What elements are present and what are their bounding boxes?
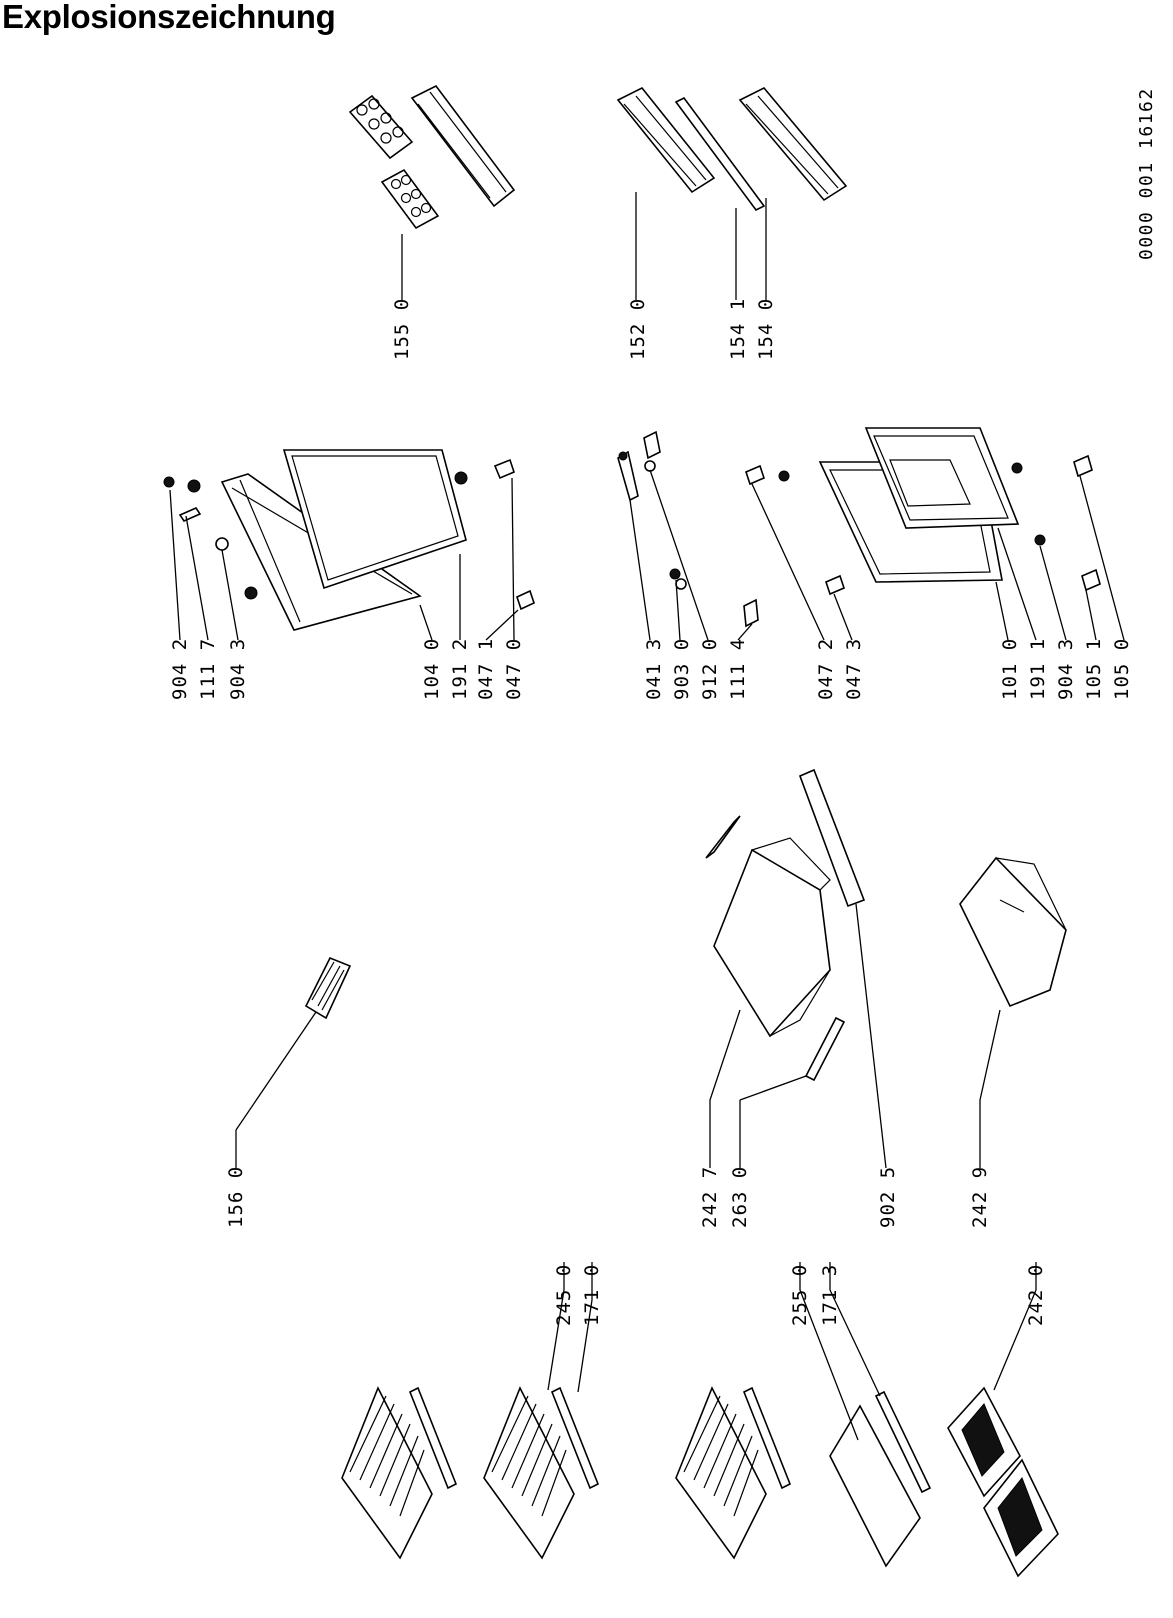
freezer-door-assembly xyxy=(163,449,535,631)
wire-shelf-3-icon xyxy=(675,1386,767,1560)
label-105-0: 105 0 xyxy=(1111,638,1133,700)
egg-tray-parts xyxy=(348,84,516,230)
label-111-7: 111 7 xyxy=(197,638,219,700)
label-154-0: 154 0 xyxy=(755,298,777,360)
hinge-0413-icon xyxy=(617,450,639,502)
label-912-0: 912 0 xyxy=(699,638,721,700)
wire-shelf-2-icon xyxy=(483,1386,575,1560)
ice-cube-tray-icon xyxy=(304,956,352,1020)
label-111-4: 111 4 xyxy=(727,638,749,700)
shelf-bar-icon xyxy=(674,96,766,212)
label-101-0: 101 0 xyxy=(999,638,1021,700)
label-154-1: 154 1 xyxy=(727,298,749,360)
label-242-7: 242 7 xyxy=(699,1166,721,1228)
crisper-drawer-upper xyxy=(705,768,866,1082)
glass-shelf-icon xyxy=(829,1404,921,1568)
label-171-3: 171 3 xyxy=(819,1264,841,1326)
door-shelves-middle xyxy=(616,86,848,212)
fridge-door-assembly xyxy=(617,427,1101,628)
label-047-1: 047 1 xyxy=(475,638,497,700)
label-171-0: 171 0 xyxy=(581,1264,603,1326)
label-191-2: 191 2 xyxy=(449,638,471,700)
wire-shelves xyxy=(341,1386,792,1560)
door-gasket-1911-icon xyxy=(864,427,1020,529)
label-903-0: 903 0 xyxy=(671,638,693,700)
label-047-0: 047 0 xyxy=(503,638,525,700)
label-263-0: 263 0 xyxy=(729,1166,751,1228)
label-191-1: 191 1 xyxy=(1027,638,1049,700)
crisper-drawer-2427-icon xyxy=(713,837,831,1038)
egg-tray-icon xyxy=(348,94,414,160)
label-245-0: 245 0 xyxy=(553,1264,575,1326)
label-104-0: 104 0 xyxy=(421,638,443,700)
freezer-basket-2-icon xyxy=(983,1458,1059,1578)
label-152-0: 152 0 xyxy=(627,298,649,360)
glass-shelf xyxy=(829,1390,932,1568)
label-155-0: 155 0 xyxy=(391,298,413,360)
label-041-3: 041 3 xyxy=(643,638,665,700)
glass-shelf-trim-icon xyxy=(874,1390,932,1494)
label-047-2: 047 2 xyxy=(815,638,837,700)
door-gasket-1912-icon xyxy=(282,449,467,590)
door-shelf-top-icon xyxy=(410,84,516,208)
label-904-3-a: 904 3 xyxy=(227,638,249,700)
door-shelf-1520-icon xyxy=(616,86,716,194)
label-105-1: 105 1 xyxy=(1083,638,1105,700)
label-047-3: 047 3 xyxy=(843,638,865,700)
wire-shelf-1-icon xyxy=(341,1386,433,1560)
label-242-0: 242 0 xyxy=(1025,1264,1047,1326)
egg-tray-small-icon xyxy=(380,168,440,230)
label-904-2: 904 2 xyxy=(169,638,191,700)
freezer-baskets xyxy=(947,1386,1059,1578)
freezer-basket-1-icon xyxy=(947,1386,1021,1498)
label-242-9: 242 9 xyxy=(969,1166,991,1228)
label-904-3-b: 904 3 xyxy=(1055,638,1077,700)
crisper-drawer-2429-icon xyxy=(959,856,1067,1008)
door-shelf-1540-icon xyxy=(738,87,848,202)
page-title: Explosionszeichnung xyxy=(2,0,336,35)
document-id: 0000 001 16162 xyxy=(1136,87,1157,260)
label-255-0: 255 0 xyxy=(789,1264,811,1326)
label-156-0: 156 0 xyxy=(225,1166,247,1228)
label-902-5: 902 5 xyxy=(877,1166,899,1228)
